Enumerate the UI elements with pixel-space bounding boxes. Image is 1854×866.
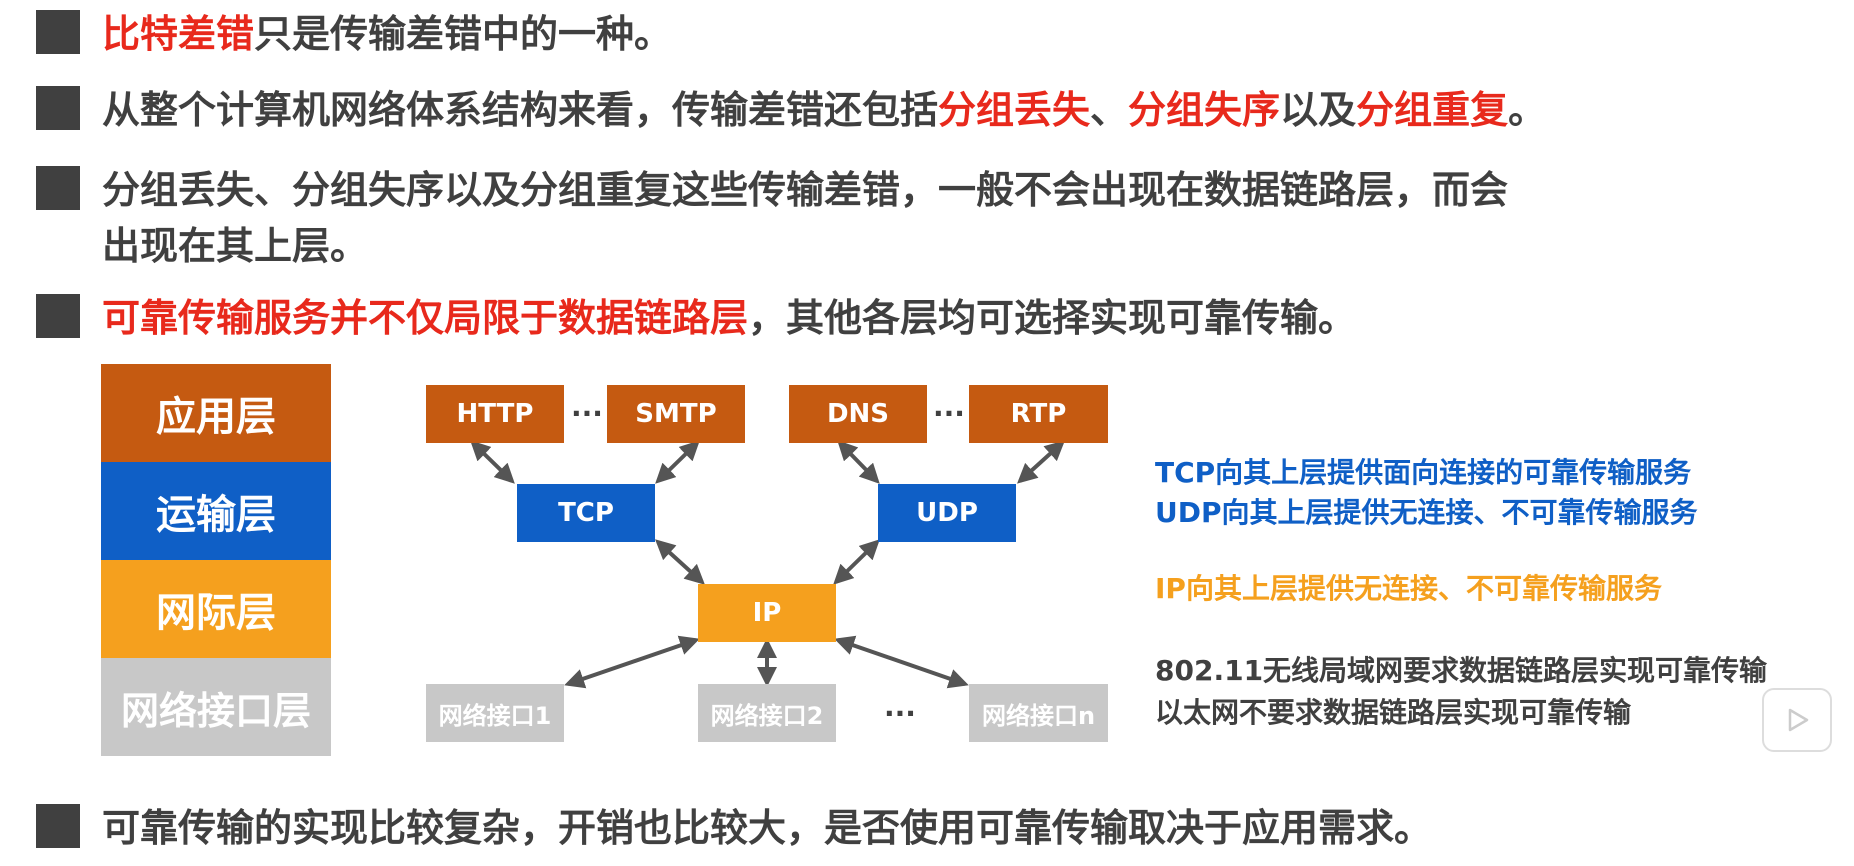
bullet-square-icon bbox=[36, 166, 80, 210]
bullet-1-text: 比特差错只是传输差错中的一种。 bbox=[102, 6, 672, 62]
layer-transport: 运输层 bbox=[101, 462, 331, 560]
arrow-http-tcp bbox=[470, 440, 515, 484]
ellipsis-app-right: ··· bbox=[933, 397, 965, 430]
node-interface-1: 网络接口1 bbox=[426, 684, 564, 742]
play-button[interactable] bbox=[1762, 688, 1832, 752]
arrow-rtp-udp bbox=[1017, 440, 1065, 484]
note-ethernet: 以太网不要求数据链路层实现可靠传输 bbox=[1155, 696, 1632, 729]
note-udp: UDP向其上层提供无连接、不可靠传输服务 bbox=[1155, 496, 1698, 529]
ellipsis-app-left: ··· bbox=[571, 397, 603, 430]
bullet-4-text: 可靠传输服务并不仅局限于数据链路层，其他各层均可选择实现可靠传输。 bbox=[102, 290, 1356, 346]
bullet-1-rest: 只是传输差错中的一种。 bbox=[254, 12, 673, 56]
bullet-3-text: 分组丢失、分组失序以及分组重复这些传输差错，一般不会出现在数据链路层，而会 出现… bbox=[102, 162, 1508, 274]
keyword-reliable-service: 可靠传输服务并不仅局限于数据链路层 bbox=[102, 296, 749, 340]
arrow-ip-ifn bbox=[834, 635, 969, 689]
bullet-square-icon bbox=[36, 294, 80, 338]
keyword-packet-disorder: 分组失序 bbox=[1128, 88, 1281, 132]
bullet-4: 可靠传输服务并不仅局限于数据链路层，其他各层均可选择实现可靠传输。 bbox=[36, 290, 1356, 346]
node-udp: UDP bbox=[878, 484, 1016, 542]
keyword-packet-loss: 分组丢失 bbox=[938, 88, 1091, 132]
bullet-5-text: 可靠传输的实现比较复杂，开销也比较大，是否使用可靠传输取决于应用需求。 bbox=[102, 806, 1433, 850]
bullet-2-part: 。 bbox=[1508, 88, 1547, 132]
bullet-3-line-1: 分组丢失、分组失序以及分组重复这些传输差错，一般不会出现在数据链路层，而会 bbox=[102, 168, 1509, 212]
arrow-smtp-tcp bbox=[655, 440, 700, 484]
bullet-square-icon bbox=[36, 10, 80, 54]
node-dns: DNS bbox=[789, 385, 927, 443]
bullet-4-rest: ，其他各层均可选择实现可靠传输。 bbox=[748, 296, 1357, 340]
arrow-dns-udp bbox=[837, 440, 880, 484]
node-ip: IP bbox=[698, 584, 836, 642]
node-rtp: RTP bbox=[969, 385, 1108, 443]
bullet-2-text: 从整个计算机网络体系结构来看，传输差错还包括分组丢失、分组失序以及分组重复。 bbox=[102, 82, 1546, 138]
bullet-2: 从整个计算机网络体系结构来看，传输差错还包括分组丢失、分组失序以及分组重复。 bbox=[36, 82, 1546, 138]
keyword-bit-error: 比特差错 bbox=[102, 12, 255, 56]
node-http: HTTP bbox=[426, 385, 564, 443]
arrow-ip-if1 bbox=[564, 635, 700, 689]
keyword-packet-duplicate: 分组重复 bbox=[1356, 88, 1509, 132]
node-interface-n: 网络接口n bbox=[969, 684, 1108, 742]
note-tcp: TCP向其上层提供面向连接的可靠传输服务 bbox=[1155, 456, 1692, 489]
bullet-square-icon bbox=[36, 86, 80, 130]
node-tcp: TCP bbox=[517, 484, 655, 542]
bullet-square-icon bbox=[36, 804, 80, 848]
layer-internet: 网际层 bbox=[101, 560, 331, 658]
note-ip: IP向其上层提供无连接、不可靠传输服务 bbox=[1155, 572, 1662, 605]
bullet-3-line-2: 出现在其上层。 bbox=[102, 224, 369, 268]
bullet-1: 比特差错只是传输差错中的一种。 bbox=[36, 6, 672, 62]
play-icon bbox=[1788, 708, 1809, 732]
node-smtp: SMTP bbox=[607, 385, 745, 443]
bullet-2-part: 从整个计算机网络体系结构来看，传输差错还包括 bbox=[102, 88, 939, 132]
note-wlan: 802.11无线局域网要求数据链路层实现可靠传输 bbox=[1155, 654, 1768, 687]
arrow-tcp-ip bbox=[655, 539, 705, 585]
node-interface-2: 网络接口2 bbox=[698, 684, 836, 742]
bullet-2-part: 以及 bbox=[1280, 88, 1357, 132]
bullet-5: 可靠传输的实现比较复杂，开销也比较大，是否使用可靠传输取决于应用需求。 bbox=[36, 800, 1432, 856]
bullet-3: 分组丢失、分组失序以及分组重复这些传输差错，一般不会出现在数据链路层，而会 出现… bbox=[36, 162, 1508, 274]
arrow-udp-ip bbox=[833, 539, 880, 585]
layer-network-interface: 网络接口层 bbox=[101, 658, 331, 756]
ellipsis-interfaces: ··· bbox=[884, 697, 916, 730]
layer-application: 应用层 bbox=[101, 364, 331, 462]
bullet-2-part: 、 bbox=[1090, 88, 1129, 132]
